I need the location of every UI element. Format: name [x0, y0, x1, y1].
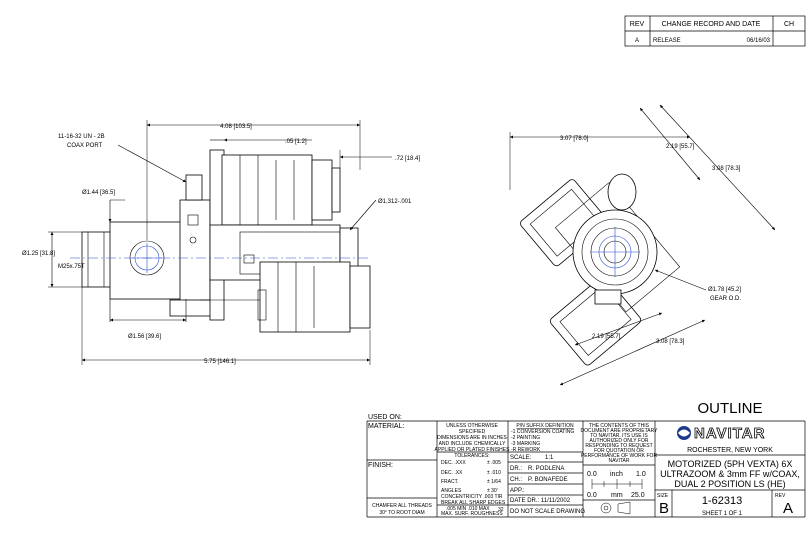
- change-header: CHANGE RECORD AND DATE: [662, 21, 761, 28]
- tol-value-1: ± .005: [487, 460, 501, 466]
- scale-label: SCALE:: [510, 455, 532, 461]
- general-note-3: DIMENSIONS ARE IN INCHES: [437, 435, 507, 441]
- mm-start: 0.0: [587, 492, 597, 499]
- navitar-logo: NAVITAR: [677, 425, 765, 442]
- side-view: 4.08 [103.5] .05 [1.2] .72 [18.4] 11-16-…: [22, 120, 420, 365]
- proprietary-7: PERFORMANCE OF WORK FOR: [581, 453, 658, 459]
- date-drawn: DATE DR.: 11/11/2002: [510, 498, 571, 504]
- dim-dia-156: Ø1.56 [39.6]: [128, 334, 161, 340]
- scale-ruler: [591, 479, 643, 489]
- size-value: B: [659, 500, 669, 517]
- concentricity: CONCENTRICITY .003 TIR: [441, 494, 503, 500]
- ch-label: CH.:: [510, 477, 522, 483]
- tol-label-1: DEC. .XXX: [441, 460, 466, 466]
- description-line-1: MOTORIZED (5PH VEXTA) 6X: [668, 459, 793, 469]
- dim-overall-top: 4.08 [103.5]: [220, 124, 252, 130]
- surface-roughness: MAX. SURF. ROUGHNESS: [441, 511, 503, 517]
- do-not-scale: DO NOT SCALE DRAWING: [510, 509, 585, 515]
- general-note-4: AND INCLUDE CHEMICALLY: [439, 441, 507, 447]
- inch-start: 0.0: [587, 471, 597, 478]
- used-on-label: USED ON:: [368, 414, 402, 421]
- rev-header: REV: [630, 21, 645, 28]
- tol-label-3: FRACT.: [441, 479, 459, 485]
- dim-diag-308-top: 3.08 [78.3]: [712, 166, 741, 172]
- scale-value: 1:1: [545, 455, 554, 461]
- break-edges-1: BREAK ALL SHARP EDGES: [441, 500, 506, 506]
- mm-unit: mm: [611, 492, 623, 499]
- general-note-1: UNLESS OTHERWISE: [446, 423, 498, 429]
- change-date: 06/16/03: [747, 38, 771, 44]
- ch-value: P. BONAFEDE: [528, 477, 568, 483]
- finish-label: FINISH:: [368, 462, 393, 469]
- dim-dia-125: Ø1.25 [31.8]: [22, 251, 55, 257]
- suffix-item-1: -1 CONVERSION COATING: [511, 429, 574, 435]
- tol-label-4: ANGLES: [441, 488, 462, 494]
- proprietary-3: TO NAVITAR. ITS USE IS: [590, 433, 648, 439]
- drawing-number: 1-62313: [702, 495, 742, 507]
- ch-header: CH: [784, 21, 794, 28]
- dim-diag-308-bottom: 3.08 [78.3]: [656, 339, 685, 345]
- sheet-number: SHEET 1 OF 1: [702, 511, 743, 517]
- proprietary-2: DOCUMENT ARE PROPRIETARY: [581, 428, 659, 434]
- break-edges-2: .005 MIN .010 MAX: [446, 506, 490, 512]
- app-label: APP.:: [510, 488, 525, 494]
- mm-end: 25.0: [631, 492, 645, 499]
- dim-gap: .05 [1.2]: [285, 139, 307, 145]
- tolerances-title: TOLERANCES:: [454, 453, 489, 459]
- suffix-item-2: -2 PAINTING: [511, 435, 540, 441]
- label-coax-port: 11-16-32 UN - 2B: [58, 134, 105, 140]
- tol-value-3: ± 1/64: [487, 479, 501, 485]
- rev-letter: A: [783, 500, 793, 517]
- chamfer-note-2: 30° TO ROOT DIAM: [379, 510, 424, 516]
- suffix-title: P/N SUFFIX DEFINITION: [516, 423, 574, 429]
- proprietary-1: THE CONTENTS OF THIS: [589, 423, 650, 429]
- dim-dia-1312: Ø1.312-.001: [378, 199, 412, 205]
- general-note-2: SPECIFIED: [459, 429, 486, 435]
- end-view: 3.07 [78.0] 2.19 [55.7] 3.08 [78.3] Ø1.7…: [509, 104, 776, 386]
- rev-value: A: [635, 38, 639, 44]
- suffix-item-4: -R REWORK: [511, 447, 541, 453]
- drawing-type: OUTLINE: [697, 400, 762, 417]
- general-note-5: APPLIED OR PLATED FINISHES: [435, 447, 511, 453]
- rev-label: REV: [775, 493, 786, 499]
- tol-value-4: ± 30': [487, 488, 498, 494]
- material-label: MATERIAL:: [368, 423, 404, 430]
- proprietary-4: AUTHORIZED ONLY FOR: [590, 438, 649, 444]
- tol-label-2: DEC. .XX: [441, 470, 463, 476]
- company-location: ROCHESTER, NEW YORK: [687, 447, 773, 454]
- projection-symbol-icon: [600, 501, 631, 515]
- proprietary-8: NAVITAR: [609, 458, 630, 464]
- proprietary-5: RESPONDING TO REQUEST: [585, 443, 652, 449]
- label-coax-port-2: COAX PORT: [67, 143, 103, 149]
- label-thread: M25x.75T: [58, 264, 85, 270]
- revision-block: REV CHANGE RECORD AND DATE CH A RELEASE …: [624, 15, 806, 47]
- tol-value-2: ± .010: [487, 470, 501, 476]
- chamfer-note-1: CHAMFER ALL THREADS: [372, 503, 432, 509]
- dim-gear-od: Ø1.78 [45.2]: [708, 287, 741, 293]
- dim-gear-od-2: GEAR O.D.: [710, 296, 741, 302]
- dim-width-top: 3.07 [78.0]: [560, 136, 589, 142]
- dim-motor-offset: .72 [18.4]: [395, 156, 420, 162]
- dim-diag-219-top: 2.19 [55.7]: [666, 144, 695, 150]
- description-line-3: DUAL 2 POSITION LS (HE): [674, 479, 785, 489]
- size-label: SIZE: [657, 493, 669, 499]
- inch-end: 1.0: [636, 471, 646, 478]
- inch-unit: inch: [610, 471, 623, 478]
- description-line-2: ULTRAZOOM & 3mm FF w/COAX,: [660, 469, 800, 479]
- dim-diag-219-bottom: 2.19 [55.7]: [592, 334, 621, 340]
- suffix-item-3: -3 MARKING: [511, 441, 540, 447]
- surface-roughness-value: 32: [498, 507, 504, 513]
- title-block: USED ON: MATERIAL: FINISH: CHAMFER ALL T…: [366, 400, 806, 518]
- dim-overall-length: 5.75 [146.1]: [204, 359, 236, 365]
- dr-label: DR.:: [510, 466, 522, 472]
- dr-value: R. PODLENA: [528, 466, 564, 472]
- company-logo-text: NAVITAR: [694, 425, 765, 442]
- change-value: RELEASE: [653, 38, 681, 44]
- proprietary-6: FOR QUOTATION OR: [594, 448, 644, 454]
- dim-dia-144: Ø1.44 [36.5]: [82, 190, 115, 196]
